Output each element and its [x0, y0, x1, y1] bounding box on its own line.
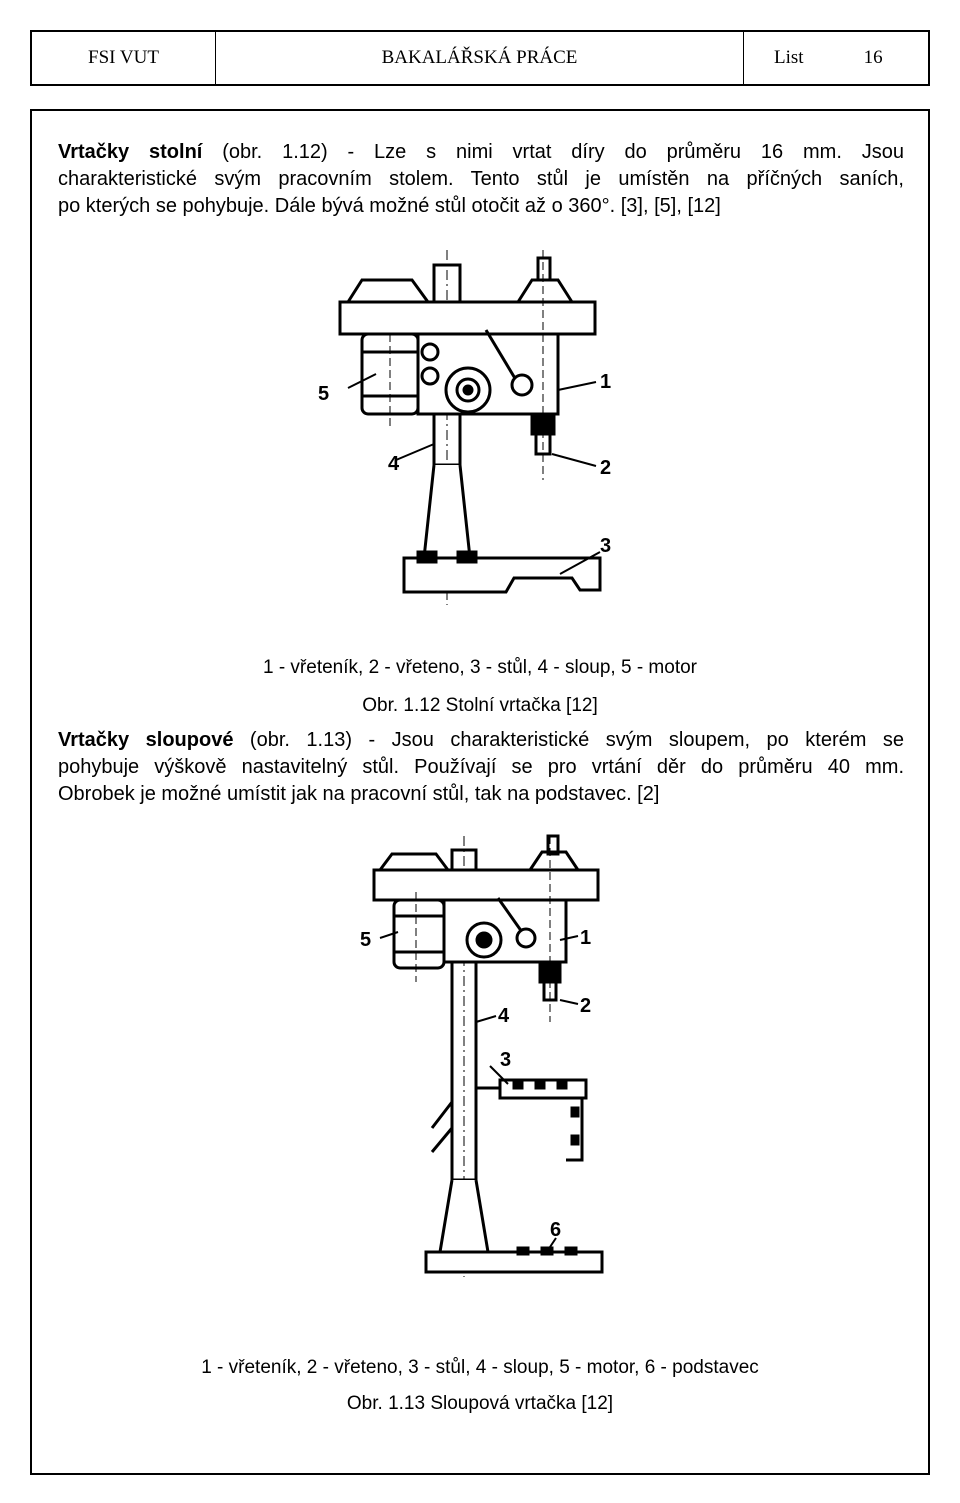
figure2-label-5: 5	[360, 929, 371, 951]
figure-table-drill: 1 2 3 4 5	[318, 240, 611, 610]
header-title: BAKALÁŘSKÁ PRÁCE	[216, 32, 744, 84]
figure2-label-6: 6	[550, 1219, 561, 1241]
figure1-caption: Obr. 1.12 Stolní vrtačka [12]	[362, 695, 598, 716]
paragraph-line: Vrtačky stolní (obr. 1.12) - Lze s nimi …	[58, 141, 904, 163]
figure2-label-1: 1	[580, 927, 591, 949]
paragraph-line: charakteristické svým pracovním stolem. …	[58, 168, 904, 190]
figure1-label-3: 3	[600, 535, 611, 557]
figure-column-drill: 1 2 3 4 5 6	[360, 832, 630, 1282]
page-header: FSI VUT BAKALÁŘSKÁ PRÁCE List 16	[30, 30, 930, 86]
term-column-drill: Vrtačky sloupové	[58, 729, 234, 751]
paragraph-column-drill: Vrtačky sloupové (obr. 1.13) - Jsou char…	[58, 727, 904, 808]
paragraph-line: Obrobek je možné umístit jak na pracovní…	[58, 783, 660, 805]
paragraph-line: Vrtačky sloupové (obr. 1.13) - Jsou char…	[58, 729, 904, 751]
figure2-label-2: 2	[580, 995, 591, 1017]
figure2-legend: 1 - vřeteník, 2 - vřeteno, 3 - stůl, 4 -…	[201, 1357, 759, 1378]
figure2-label-3: 3	[500, 1049, 511, 1071]
figure2-caption: Obr. 1.13 Sloupová vrtačka [12]	[346, 1393, 614, 1414]
header-page-number: 16	[863, 47, 883, 68]
term-table-drill: Vrtačky stolní	[58, 141, 203, 163]
paragraph-line: po kterých se pohybuje. Dále bývá možné …	[58, 195, 721, 217]
figure2-label-4: 4	[498, 1005, 510, 1027]
header-page: List 16	[744, 32, 928, 84]
figure1-label-5: 5	[318, 383, 329, 405]
figure1-label-1: 1	[600, 371, 611, 393]
paragraph-table-drill: Vrtačky stolní (obr. 1.12) - Lze s nimi …	[58, 139, 904, 220]
figure1-label-2: 2	[600, 457, 611, 479]
content-frame	[30, 109, 930, 1475]
paragraph-line: pohybuje výškově nastavitelný stůl. Použ…	[58, 756, 904, 778]
figure1-label-4: 4	[388, 453, 400, 475]
figure1-legend: 1 - vřeteník, 2 - vřeteno, 3 - stůl, 4 -…	[262, 657, 697, 678]
header-institution: FSI VUT	[32, 32, 216, 84]
header-list-label: List	[774, 47, 804, 68]
